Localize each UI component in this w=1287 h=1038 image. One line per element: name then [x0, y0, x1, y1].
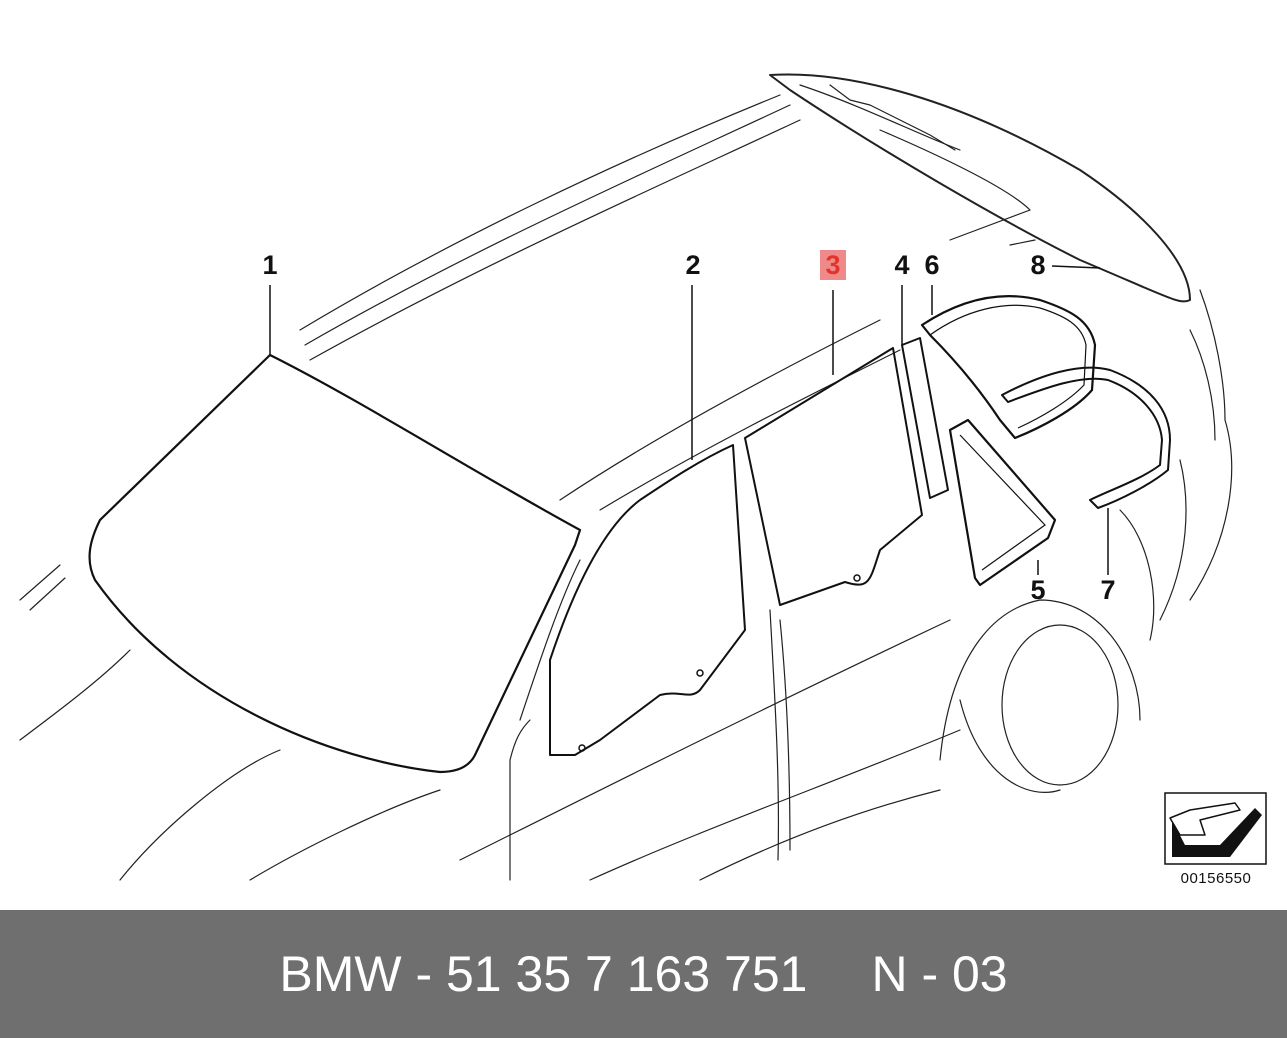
orientation-box: [1164, 792, 1267, 865]
triangular-quarter-glass: [948, 418, 1057, 587]
car-glass-diagram: [19, 73, 1267, 881]
reference-number: 00156550: [1180, 870, 1252, 887]
window-frame-seal: [920, 295, 1097, 440]
footer-bar: BMW - 51 35 7 163 751 N - 03: [0, 910, 1287, 1038]
callout-1: 1: [262, 250, 278, 280]
catalog-code-text: N - 03: [871, 946, 1008, 1002]
callout-7: 7: [1100, 575, 1116, 605]
guide-rail-seal: [1001, 366, 1171, 509]
rear-door-glass: [744, 347, 923, 606]
callout-6: 6: [924, 250, 940, 280]
callout-2: 2: [685, 250, 701, 280]
front-door-glass: [549, 444, 746, 756]
part-number-text: BMW - 51 35 7 163 751: [279, 946, 808, 1002]
windshield-glass: [88, 353, 582, 774]
callout-4: 4: [894, 250, 910, 280]
callout-5: 5: [1030, 575, 1046, 605]
front-direction-arrow-icon: [1169, 802, 1262, 857]
callout-leaders: [269, 265, 1109, 575]
car-body-outline: [19, 73, 1233, 881]
callout-8: 8: [1030, 250, 1046, 280]
callout-3: 3: [820, 250, 846, 280]
quarter-glass-fixed: [901, 337, 949, 499]
